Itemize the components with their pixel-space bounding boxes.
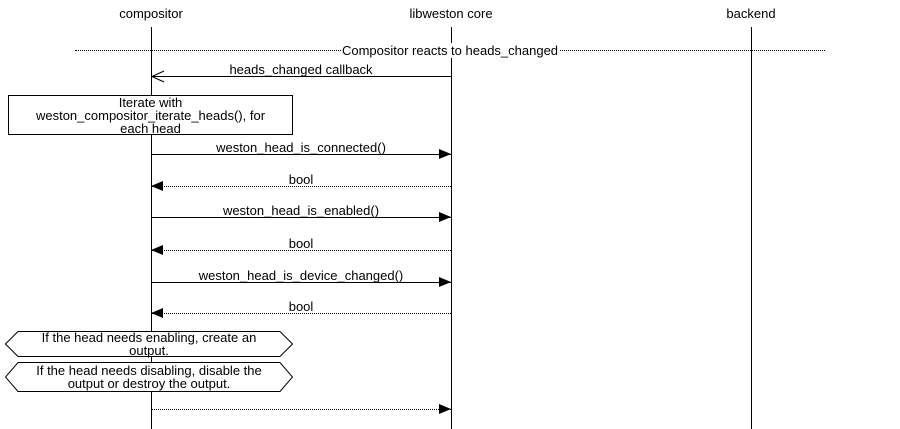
participant-label-compositor: compositor: [119, 6, 183, 21]
filled-arrowhead-icon: [151, 308, 163, 318]
filled-arrowhead-icon: [439, 149, 451, 159]
condition-text-line: If the head needs enabling, create an: [41, 330, 257, 345]
message-label-weston-head-is-connected: weston_head_is_connected(): [216, 140, 386, 155]
message-line-bool-return: [151, 186, 451, 187]
filled-arrowhead-icon: [439, 404, 451, 414]
filled-arrowhead-icon: [439, 212, 451, 222]
note-text-line: each head: [120, 121, 181, 136]
open-arrowhead-icon: [151, 70, 165, 83]
message-label-heads-changed-callback: heads_changed callback: [229, 62, 373, 77]
message-line-bool-return: [151, 250, 451, 251]
note-text-line: Iterate with: [118, 95, 183, 110]
filled-arrowhead-icon: [151, 181, 163, 191]
message-line-weston-head-is-connected: [151, 154, 451, 155]
filled-arrowhead-icon: [439, 277, 451, 287]
message-label-weston-head-is-enabled: weston_head_is_enabled(): [222, 203, 380, 218]
lifeline-backend: [751, 27, 752, 429]
lifeline-libweston-core: [451, 27, 452, 429]
lifeline-compositor: [151, 27, 152, 429]
message-label-weston-head-is-device-changed: weston_head_is_device_changed(): [198, 268, 404, 283]
filled-arrowhead-icon: [151, 245, 163, 255]
condition-hexagon-shape: [5, 362, 293, 392]
message-label-bool-return: bool: [288, 172, 314, 187]
message-line-weston-head-is-enabled: [151, 217, 451, 218]
participant-label-backend: backend: [726, 6, 776, 21]
note-box: Iterate with weston_compositor_iterate_h…: [8, 95, 293, 135]
note-text-line: weston_compositor_iterate_heads(), for: [35, 108, 266, 123]
message-line-bool-return: [151, 313, 451, 314]
message-line-unlabeled-return: [151, 409, 451, 410]
condition-text-line: output or destroy the output.: [67, 376, 231, 391]
message-label-bool-return: bool: [288, 299, 314, 314]
condition-text-line: output.: [129, 343, 169, 358]
condition-box-disabling: If the head needs disabling, disable the…: [5, 362, 293, 392]
participant-label-libweston-core: libweston core: [409, 6, 493, 21]
condition-hexagon-shape: [5, 331, 293, 357]
message-line-weston-head-is-device-changed: [151, 282, 451, 283]
condition-box-enabling: If the head needs enabling, create an ou…: [5, 331, 293, 357]
message-label-bool-return: bool: [288, 236, 314, 251]
condition-text-line: If the head needs disabling, disable the: [36, 363, 262, 378]
divider-label: Compositor reacts to heads_changed: [340, 43, 560, 58]
message-line-heads-changed-callback: [152, 76, 451, 77]
